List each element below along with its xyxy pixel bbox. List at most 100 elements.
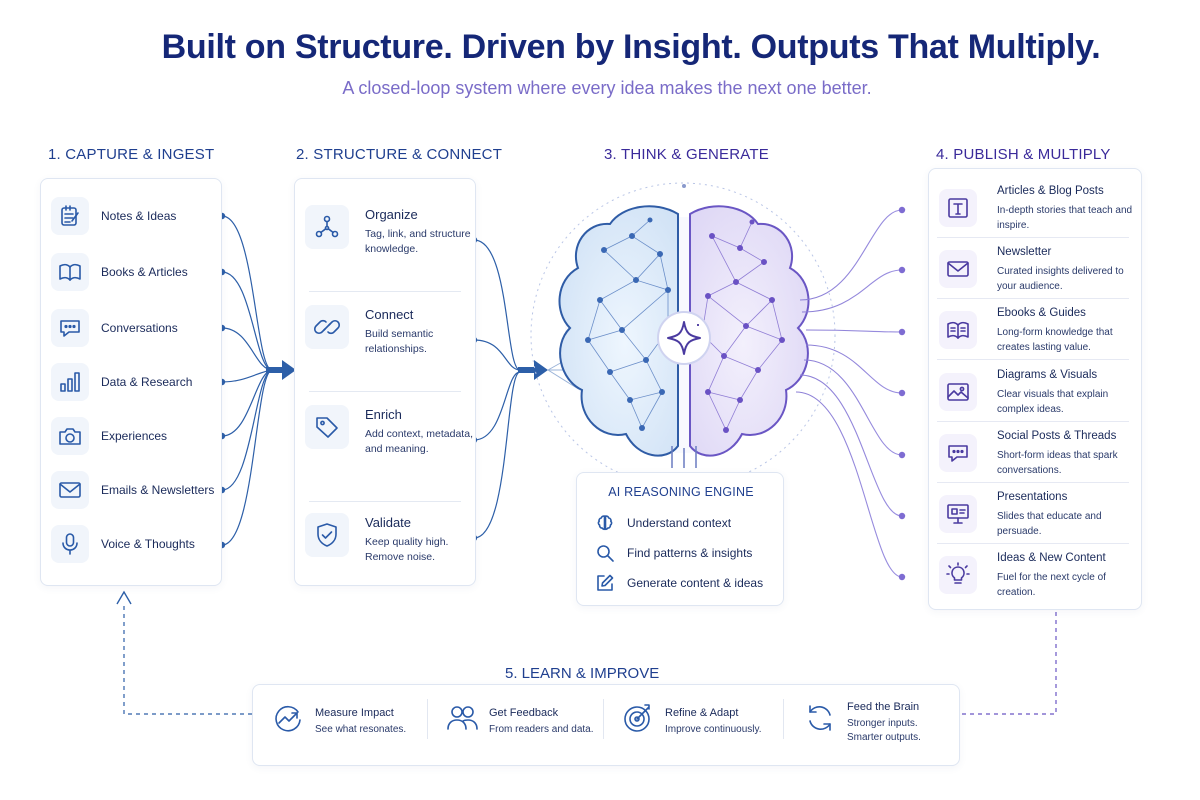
capture-item-emails[interactable]: Emails & Newsletters	[51, 471, 214, 509]
publish-heading: 4. PUBLISH & MULTIPLY	[936, 146, 1111, 163]
arrow-icon	[266, 360, 296, 380]
spark-icon	[657, 311, 711, 365]
tag-icon	[305, 405, 349, 449]
publish-item-desc: Fuel for the next cycle of creation.	[997, 572, 1106, 598]
capture-item-label: Experiences	[101, 429, 168, 443]
publish-item-desc: Curated insights delivered to your audie…	[997, 266, 1124, 292]
divider	[309, 291, 461, 292]
structure-item-title: Validate	[365, 515, 412, 530]
open-book-icon	[939, 311, 977, 349]
engine-title: AI REASONING ENGINE	[608, 485, 754, 499]
open-book-icon	[51, 253, 89, 291]
envelope-icon	[51, 471, 89, 509]
learn-item-feedback[interactable]: Get Feedback From readers and data.	[445, 701, 594, 737]
microphone-icon	[51, 525, 89, 563]
structure-item-desc: Keep quality high. Remove noise.	[365, 536, 449, 563]
brain-icon	[597, 515, 613, 531]
up-arrow-icon	[116, 590, 132, 605]
bar-chart-icon	[51, 363, 89, 401]
capture-item-voice[interactable]: Voice & Thoughts	[51, 525, 195, 563]
publish-item-desc: Long-form knowledge that creates lasting…	[997, 327, 1113, 353]
divider	[309, 501, 461, 502]
learn-item-title: Get Feedback	[489, 707, 559, 719]
chat-bubble-icon	[51, 309, 89, 347]
brain-right-hemisphere	[689, 205, 810, 457]
publish-item-title: Diagrams & Visuals	[997, 369, 1098, 381]
engine-row-generate: Generate content & ideas	[595, 573, 763, 593]
capture-item-label: Data & Research	[101, 375, 193, 389]
presentation-icon	[939, 495, 977, 533]
text-document-icon	[939, 189, 977, 227]
publish-item-social[interactable]: Social Posts & Threads Short-form ideas …	[939, 430, 1135, 488]
publish-item-title: Newsletter	[997, 246, 1052, 258]
publish-item-newsletter[interactable]: Newsletter Curated insights delivered to…	[939, 246, 1135, 304]
publish-item-title: Articles & Blog Posts	[997, 185, 1104, 197]
capture-item-data[interactable]: Data & Research	[51, 363, 192, 401]
publish-item-title: Ebooks & Guides	[997, 307, 1086, 319]
divider	[603, 699, 604, 739]
publish-item-desc: Clear visuals that explain complex ideas…	[997, 389, 1109, 415]
page-title: Built on Structure. Driven by Insight. O…	[161, 28, 1101, 66]
publish-item-ebooks[interactable]: Ebooks & Guides Long-form knowledge that…	[939, 307, 1135, 365]
learn-item-title: Measure Impact	[315, 707, 394, 719]
capture-item-experiences[interactable]: Experiences	[51, 417, 167, 455]
learn-item-feed[interactable]: Feed the Brain Stronger inputs. Smarter …	[803, 695, 937, 745]
engine-row-label: Find patterns & insights	[627, 546, 753, 560]
shield-check-icon	[305, 513, 349, 557]
target-icon	[624, 704, 650, 732]
publish-item-ideas[interactable]: Ideas & New Content Fuel for the next cy…	[939, 552, 1135, 610]
engine-row-label: Generate content & ideas	[627, 576, 764, 590]
divider	[937, 298, 1129, 299]
learn-item-desc: From readers and data.	[489, 724, 594, 735]
publish-card: Articles & Blog Posts In-depth stories t…	[928, 168, 1142, 610]
pencil-square-icon	[597, 574, 614, 591]
engine-row-context: Understand context	[595, 513, 731, 533]
capture-item-conversations[interactable]: Conversations	[51, 309, 178, 347]
structure-item-desc: Tag, link, and structure knowledge.	[365, 228, 471, 255]
capture-item-label: Voice & Thoughts	[101, 537, 195, 551]
engine-row-patterns: Find patterns & insights	[595, 543, 752, 563]
learn-item-refine[interactable]: Refine & Adapt Improve continuously.	[621, 701, 762, 737]
learn-item-title: Feed the Brain	[847, 701, 920, 713]
chain-link-icon	[305, 305, 349, 349]
structure-card: Organize Tag, link, and structure knowle…	[294, 178, 476, 586]
envelope-icon	[939, 250, 977, 288]
chat-bubble-icon	[939, 434, 977, 472]
learn-card: Measure Impact See what resonates. Get F…	[252, 684, 960, 766]
publish-item-title: Social Posts & Threads	[997, 430, 1117, 442]
divider	[783, 699, 784, 739]
publish-item-presentations[interactable]: Presentations Slides that educate and pe…	[939, 491, 1135, 549]
image-icon	[939, 373, 977, 411]
capture-item-label: Books & Articles	[101, 265, 188, 279]
trend-arrow-icon	[275, 705, 301, 732]
learn-item-measure[interactable]: Measure Impact See what resonates.	[271, 701, 406, 737]
divider	[937, 482, 1129, 483]
capture-item-label: Conversations	[101, 321, 178, 335]
capture-connectors	[221, 215, 273, 546]
divider	[937, 359, 1129, 360]
capture-item-books[interactable]: Books & Articles	[51, 253, 188, 291]
capture-item-notes[interactable]: Notes & Ideas	[51, 197, 176, 235]
camera-icon	[51, 417, 89, 455]
publish-item-articles[interactable]: Articles & Blog Posts In-depth stories t…	[939, 185, 1135, 243]
people-icon	[447, 706, 478, 730]
notepad-icon	[51, 197, 89, 235]
refresh-cycle-icon	[809, 705, 831, 731]
lightbulb-icon	[939, 556, 977, 594]
publish-item-diagrams[interactable]: Diagrams & Visuals Clear visuals that ex…	[939, 369, 1135, 427]
structure-item-desc: Add context, metadata, and meaning.	[365, 428, 473, 455]
publish-item-desc: Slides that educate and persuade.	[997, 511, 1102, 537]
capture-card: Notes & Ideas Books & Articles Conversat…	[40, 178, 222, 586]
learn-item-desc: Stronger inputs. Smarter outputs.	[847, 718, 921, 743]
publish-item-title: Ideas & New Content	[997, 552, 1106, 564]
structure-item-desc: Build semantic relationships.	[365, 328, 434, 355]
think-heading: 3. THINK & GENERATE	[604, 146, 769, 163]
ai-engine-card: AI REASONING ENGINE Understand context F…	[576, 472, 784, 606]
learn-heading: 5. LEARN & IMPROVE	[505, 665, 660, 682]
divider	[937, 421, 1129, 422]
learn-item-title: Refine & Adapt	[665, 707, 739, 719]
divider	[937, 543, 1129, 544]
capture-heading: 1. CAPTURE & INGEST	[48, 146, 215, 163]
publish-item-desc: Short-form ideas that spark conversation…	[997, 450, 1118, 476]
divider	[427, 699, 428, 739]
